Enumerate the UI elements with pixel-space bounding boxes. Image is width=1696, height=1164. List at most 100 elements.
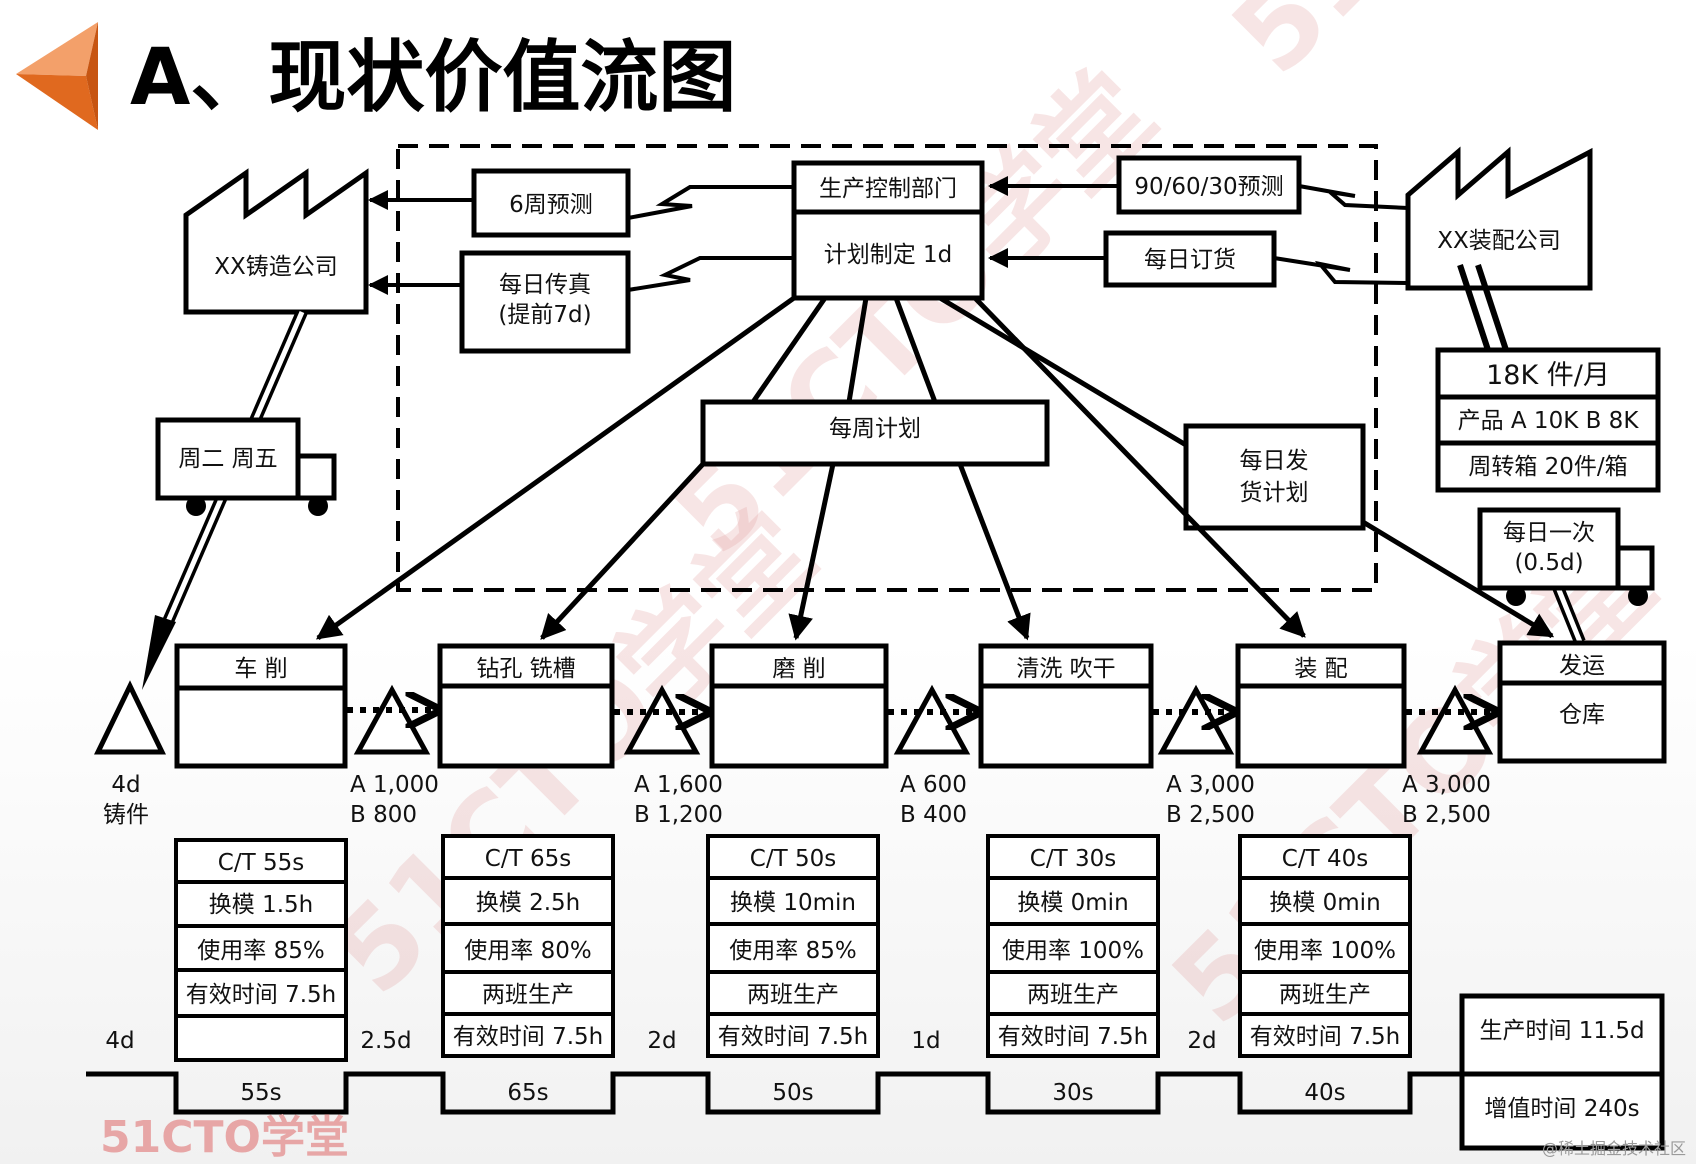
inventory-icon <box>1157 684 1235 755</box>
data-box-drill-mill: C/T 65s 换模 2.5h 使用率 80% 两班生产 有效时间 7.5h <box>441 834 615 1058</box>
process-drill-mill: 钻孔 铣槽 <box>437 643 615 769</box>
svg-text:C/T 50s: C/T 50s <box>750 846 836 872</box>
svg-text:使用率 80%: 使用率 80% <box>464 938 591 964</box>
svg-text:每日一次: 每日一次 <box>1503 520 1595 546</box>
svg-text:2.5d: 2.5d <box>360 1028 411 1054</box>
svg-text:两班生产: 两班生产 <box>747 982 839 1008</box>
svg-text:周转箱 20件/箱: 周转箱 20件/箱 <box>1468 454 1627 480</box>
svg-text:55s: 55s <box>240 1080 281 1106</box>
svg-text:B 2,500: B 2,500 <box>1166 802 1255 828</box>
svg-text:发运: 发运 <box>1559 653 1605 679</box>
lead-time-summary: 生产时间 11.5d 增值时间 240s <box>1459 993 1665 1151</box>
timeline-ladder <box>86 1071 1462 1115</box>
svg-text:65s: 65s <box>507 1080 548 1106</box>
svg-text:B 800: B 800 <box>350 802 417 828</box>
svg-text:(提前7d): (提前7d) <box>498 302 591 328</box>
daily-ship-plan: 每日发 货计划 <box>1183 423 1366 531</box>
svg-text:仓库: 仓库 <box>1559 702 1605 728</box>
customer-factory: XX装配公司 <box>1405 146 1593 291</box>
svg-text:换模 0min: 换模 0min <box>1017 890 1128 916</box>
title-arrow-icon-dark <box>86 22 98 130</box>
electronic-flow-lines <box>368 176 1409 295</box>
title-arrow-icon-shade <box>16 74 98 130</box>
svg-text:B 400: B 400 <box>900 802 967 828</box>
process-shipping: 发运 仓库 <box>1497 640 1667 764</box>
svg-text:每日传真: 每日传真 <box>499 272 591 298</box>
supplier-truck-label: 周二 周五 <box>178 446 277 472</box>
svg-text:两班生产: 两班生产 <box>1279 982 1371 1008</box>
daily-order: 每日订货 <box>1103 230 1277 288</box>
svg-text:换模 1.5h: 换模 1.5h <box>209 892 313 918</box>
inventory-icon <box>94 680 166 755</box>
svg-text:C/T 30s: C/T 30s <box>1030 846 1116 872</box>
logo-watermark: 51CTO学堂 <box>100 1112 349 1163</box>
svg-text:每日发: 每日发 <box>1240 448 1309 474</box>
daily-fax: 每日传真 (提前7d) <box>459 250 631 354</box>
customer-demand: 18K 件/月 产品 A 10K B 8K 周转箱 20件/箱 <box>1435 264 1661 493</box>
svg-text:有效时间 7.5h: 有效时间 7.5h <box>1250 1024 1400 1050</box>
page-title: A、现状价值流图 <box>130 33 736 123</box>
supplier-name: XX铸造公司 <box>214 254 338 280</box>
watermark: 51CTO学堂 <box>1208 0 1696 98</box>
svg-text:磨 削: 磨 削 <box>772 656 825 682</box>
svg-text:换模 2.5h: 换模 2.5h <box>476 890 580 916</box>
information-flow-area <box>396 144 1378 592</box>
svg-text:1d: 1d <box>911 1028 940 1054</box>
svg-text:6周预测: 6周预测 <box>509 192 593 218</box>
svg-text:产品 A 10K B 8K: 产品 A 10K B 8K <box>1458 408 1640 434</box>
svg-text:有效时间 7.5h: 有效时间 7.5h <box>453 1024 603 1050</box>
svg-text:C/T 40s: C/T 40s <box>1282 846 1368 872</box>
weekly-plan: 每周计划 <box>700 399 1050 467</box>
svg-text:使用率 85%: 使用率 85% <box>729 938 856 964</box>
title-arrow-icon <box>16 22 98 76</box>
timeline-labels: 4d 2.5d 2d 1d 2d 55s 65s 50s 30s 40s <box>105 1028 1345 1106</box>
schedule-arrows <box>315 295 1555 641</box>
svg-text:使用率 100%: 使用率 100% <box>1002 938 1144 964</box>
svg-text:4d: 4d <box>111 772 140 798</box>
data-box-wash-dry: C/T 30s 换模 0min 使用率 100% 两班生产 有效时间 7.5h <box>986 834 1160 1058</box>
control-body: 计划制定 1d <box>824 242 953 268</box>
supplier-shipment: 周二 周五 <box>142 309 337 690</box>
inventory-icon <box>893 684 971 755</box>
process-assembly: 装 配 <box>1235 643 1407 769</box>
process-wash-dry: 清洗 吹干 <box>978 643 1154 769</box>
svg-text:两班生产: 两班生产 <box>1027 982 1119 1008</box>
six-week-forecast: 6周预测 <box>471 168 631 238</box>
data-box-grinding: C/T 50s 换模 10min 使用率 85% 两班生产 有效时间 7.5h <box>706 834 880 1058</box>
svg-text:4d: 4d <box>105 1028 134 1054</box>
svg-text:2d: 2d <box>647 1028 676 1054</box>
inventory-labels: 4d 铸件 A 1,000 B 800 A 1,600 B 1,200 A 60… <box>103 772 1491 828</box>
customer-truck: 每日一次 (0.5d) <box>1477 507 1655 645</box>
svg-text:两班生产: 两班生产 <box>482 982 574 1008</box>
svg-text:清洗 吹干: 清洗 吹干 <box>1016 656 1115 682</box>
svg-text:使用率 85%: 使用率 85% <box>197 938 324 964</box>
svg-text:30s: 30s <box>1052 1080 1093 1106</box>
svg-text:生产时间 11.5d: 生产时间 11.5d <box>1479 1018 1644 1044</box>
svg-text:2d: 2d <box>1187 1028 1216 1054</box>
svg-text:使用率 100%: 使用率 100% <box>1254 938 1396 964</box>
svg-text:有效时间 7.5h: 有效时间 7.5h <box>718 1024 868 1050</box>
svg-text:A 600: A 600 <box>900 772 967 798</box>
svg-text:A 1,000: A 1,000 <box>350 772 439 798</box>
svg-text:B 1,200: B 1,200 <box>634 802 723 828</box>
svg-text:B 2,500: B 2,500 <box>1402 802 1491 828</box>
svg-text:50s: 50s <box>772 1080 813 1106</box>
production-control: 生产控制部门 计划制定 1d <box>791 160 985 301</box>
svg-text:C/T 55s: C/T 55s <box>218 850 304 876</box>
svg-text:90/60/30预测: 90/60/30预测 <box>1134 174 1283 200</box>
svg-text:增值时间 240s: 增值时间 240s <box>1484 1096 1639 1122</box>
data-box-assembly: C/T 40s 换模 0min 使用率 100% 两班生产 有效时间 7.5h <box>1238 834 1412 1058</box>
customer-name: XX装配公司 <box>1437 228 1561 254</box>
corner-watermark: @稀土掘金技术社区 <box>1542 1139 1686 1158</box>
svg-text:铸件: 铸件 <box>103 802 149 828</box>
svg-text:A 3,000: A 3,000 <box>1402 772 1491 798</box>
svg-text:有效时间 7.5h: 有效时间 7.5h <box>998 1024 1148 1050</box>
svg-text:装 配: 装 配 <box>1294 656 1347 682</box>
svg-text:C/T 65s: C/T 65s <box>485 846 571 872</box>
svg-text:A 1,600: A 1,600 <box>634 772 723 798</box>
svg-text:40s: 40s <box>1304 1080 1345 1106</box>
process-turning: 车 削 <box>174 643 348 769</box>
svg-text:换模 10min: 换模 10min <box>730 890 856 916</box>
data-box-turning: C/T 55s 换模 1.5h 使用率 85% 有效时间 7.5h <box>174 838 348 1062</box>
